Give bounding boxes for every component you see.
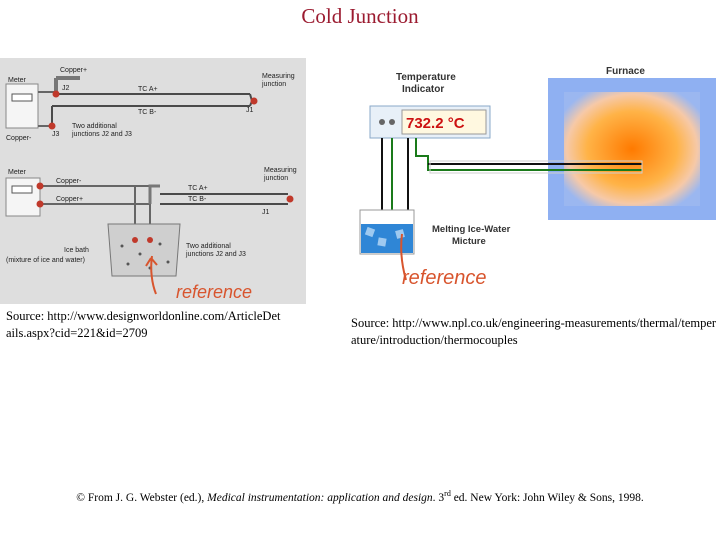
top-meter-label: Meter xyxy=(8,77,27,84)
bottom-meter-label: Meter xyxy=(8,169,27,176)
handwritten-reference-right: reference xyxy=(400,233,487,289)
temperature-display: 732.2 °C xyxy=(406,115,465,132)
ice-water-label-1: Melting Ice-Water xyxy=(432,224,511,235)
furnace-temperature-diagram: Furnace Temperature Indicator 732.2 °C M… xyxy=(352,58,720,304)
temperature-indicator: Temperature Indicator 732.2 °C xyxy=(369,72,491,139)
furnace: Furnace xyxy=(548,66,716,220)
citation-footer: © From J. G. Webster (ed.), Medical inst… xyxy=(0,489,720,504)
bottom-tc-b-label: TC B- xyxy=(188,196,207,203)
bottom-two-additional-1: Two additional xyxy=(186,243,231,250)
citation-book-title: Medical instrumentation: application and… xyxy=(207,491,433,504)
furnace-label: Furnace xyxy=(606,66,645,77)
top-j1-label: J1 xyxy=(246,107,254,114)
bottom-j1-label: J1 xyxy=(262,209,270,216)
bottom-two-additional-2: junctions J2 and J3 xyxy=(185,251,246,258)
top-tc-a-label: TC A+ xyxy=(138,86,158,93)
top-measuring-label-1: Measuring xyxy=(262,73,295,80)
citation-suffix: ed. New York: John Wiley & Sons, 1998. xyxy=(450,491,644,504)
indicator-label-2: Indicator xyxy=(402,84,444,95)
ice-bath-label-1: Ice bath xyxy=(64,247,89,254)
bottom-copper-plus-label: Copper+ xyxy=(56,196,83,203)
top-two-additional-1: Two additional xyxy=(72,123,117,130)
ice-bath-label-2: (mixture of ice and water) xyxy=(6,257,85,264)
bottom-tc-a-label: TC A+ xyxy=(188,185,208,192)
top-circuit: Meter Copper+ J2 TC A+ TC B- Measuring j… xyxy=(5,67,295,142)
bottom-circuit: Meter Copper- Copper+ TC A+ TC B- Measur… xyxy=(5,167,297,277)
source-left-caption: Source: http://www.designworldonline.com… xyxy=(6,309,281,340)
handwritten-reference-left: reference xyxy=(145,255,252,302)
slide-title: Cold Junction xyxy=(301,4,419,28)
ice-water-container: Melting Ice-Water Micture xyxy=(359,209,511,255)
ice-water-label-2: Micture xyxy=(452,236,486,247)
citation-prefix: © From J. G. Webster (ed.), xyxy=(76,491,208,504)
top-j3-label: J3 xyxy=(52,131,60,138)
top-tc-b-label: TC B- xyxy=(138,109,157,116)
thermocouple-wiring-diagram: Meter Copper+ J2 TC A+ TC B- Measuring j… xyxy=(0,58,306,304)
indicator-label-1: Temperature xyxy=(396,72,456,83)
bottom-measuring-label-2: junction xyxy=(263,175,288,182)
reference-text-left: reference xyxy=(176,282,252,302)
top-copper-plus-label: Copper+ xyxy=(60,67,87,74)
bottom-copper-minus-label: Copper- xyxy=(56,178,82,185)
citation-middle: . 3 xyxy=(432,491,445,504)
source-right-caption: Source: http://www.npl.co.uk/engineering… xyxy=(351,316,717,347)
reference-text-right: reference xyxy=(402,267,487,289)
top-copper-minus-label: Copper- xyxy=(6,135,32,142)
top-j2-label: J2 xyxy=(62,85,70,92)
bottom-measuring-label-1: Measuring xyxy=(264,167,297,174)
top-measuring-label-2: junction xyxy=(261,81,286,88)
top-two-additional-2: junctions J2 and J3 xyxy=(71,131,132,138)
citation-edition-sup: rd xyxy=(444,489,451,498)
